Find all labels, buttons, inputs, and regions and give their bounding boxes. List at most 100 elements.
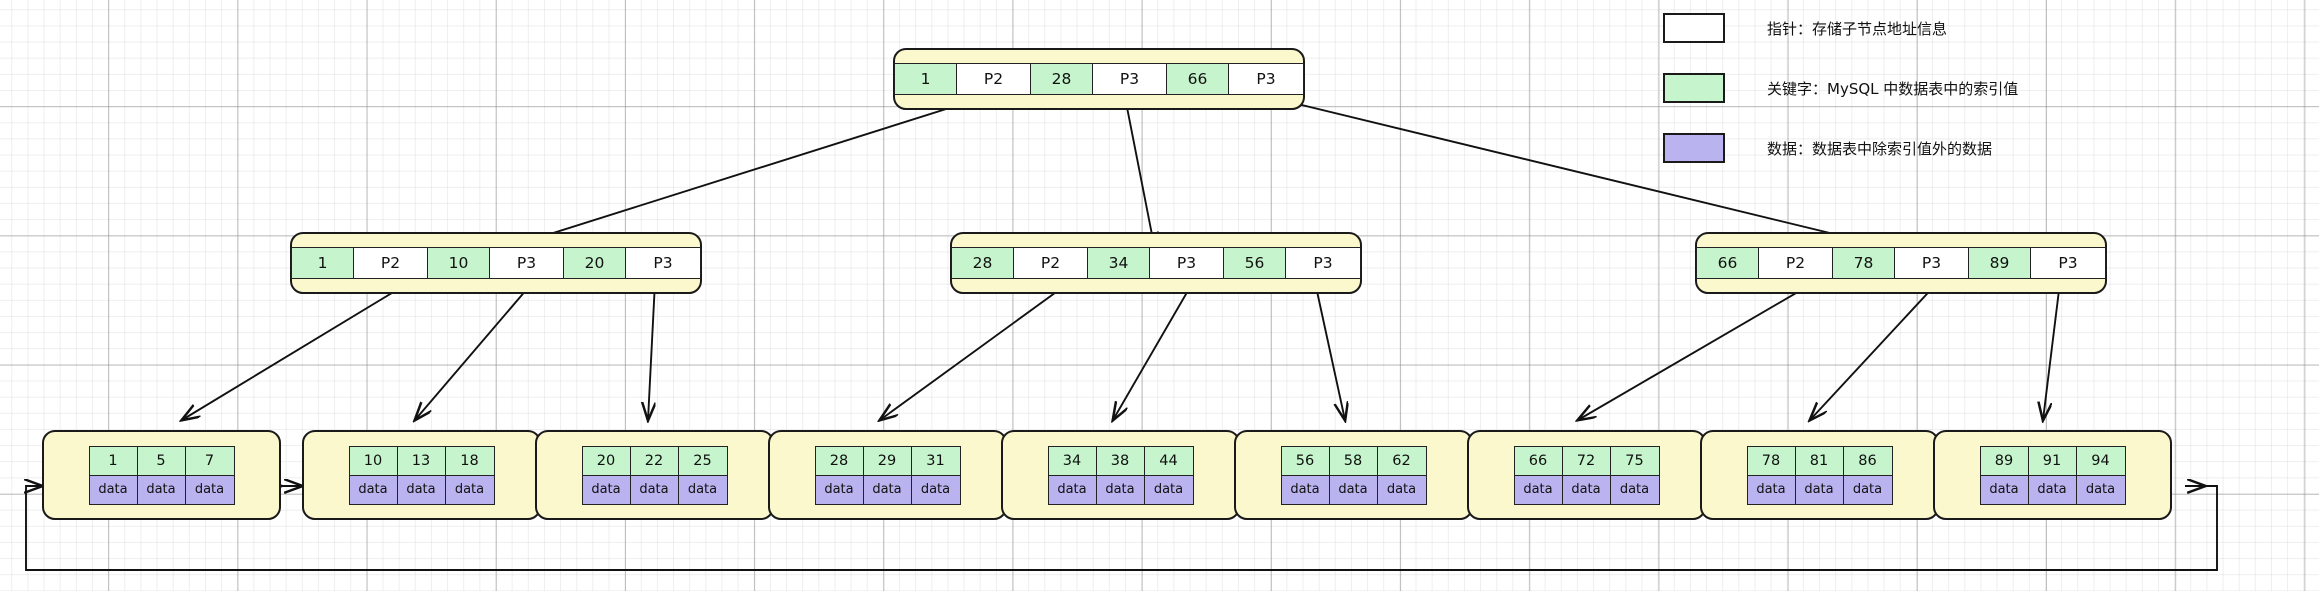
leaf-8-data-2[interactable]: data [1843, 475, 1892, 504]
leaf-9-data-1[interactable]: data [2028, 475, 2077, 504]
leaf-7-key-2[interactable]: 75 [1610, 446, 1659, 475]
leaf-2-data-row: data data data [349, 474, 494, 504]
leaf-5-key-2[interactable]: 44 [1144, 446, 1193, 475]
leaf-6-data-0[interactable]: data [1281, 475, 1330, 504]
internal-1-cell-2[interactable]: 10 [428, 248, 490, 278]
internal-3-cell-4[interactable]: 89 [1969, 248, 2031, 278]
leaf-node-5[interactable]: 34 38 44 data data data [1001, 430, 1240, 520]
internal-2-cell-3[interactable]: P3 [1150, 248, 1224, 278]
leaf-9-key-2[interactable]: 94 [2076, 446, 2125, 475]
leaf-7-data-1[interactable]: data [1562, 475, 1611, 504]
internal-node-2[interactable]: 28 P2 34 P3 56 P3 [950, 232, 1362, 294]
internal-3-cells: 66 P2 78 P3 89 P3 [1696, 247, 2106, 279]
leaf-8-key-2[interactable]: 86 [1843, 446, 1892, 475]
root-cell-2[interactable]: 28 [1031, 64, 1093, 94]
leaf-7-key-0[interactable]: 66 [1514, 446, 1563, 475]
root-cell-5[interactable]: P3 [1229, 64, 1303, 94]
leaf-7-keys-row: 66 72 75 [1514, 446, 1659, 475]
root-cell-1[interactable]: P2 [957, 64, 1031, 94]
internal-3-cell-1[interactable]: P2 [1759, 248, 1833, 278]
internal-3-cell-2[interactable]: 78 [1833, 248, 1895, 278]
internal-3-cell-3[interactable]: P3 [1895, 248, 1969, 278]
leaf-7-grid: 66 72 75 data data data [1513, 445, 1660, 505]
leaf-7-data-2[interactable]: data [1610, 475, 1659, 504]
leaf-9-data-2[interactable]: data [2076, 475, 2125, 504]
internal-2-cell-5[interactable]: P3 [1286, 248, 1360, 278]
leaf-node-1[interactable]: 1 5 7 data data data [42, 430, 281, 520]
leaf-2-data-0[interactable]: data [349, 475, 398, 504]
leaf-4-data-2[interactable]: data [911, 475, 960, 504]
leaf-node-3[interactable]: 20 22 25 data data data [535, 430, 774, 520]
leaf-1-grid: 1 5 7 data data data [88, 445, 235, 505]
leaf-1-data-2[interactable]: data [185, 475, 234, 504]
leaf-1-key-0[interactable]: 1 [89, 446, 138, 475]
root-cell-0[interactable]: 1 [895, 64, 957, 94]
internal-node-3[interactable]: 66 P2 78 P3 89 P3 [1695, 232, 2107, 294]
leaf-4-key-1[interactable]: 29 [863, 446, 912, 475]
leaf-2-key-0[interactable]: 10 [349, 446, 398, 475]
leaf-1-data-1[interactable]: data [137, 475, 186, 504]
leaf-8-key-1[interactable]: 81 [1795, 446, 1844, 475]
leaf-3-key-0[interactable]: 20 [582, 446, 631, 475]
leaf-5-data-0[interactable]: data [1048, 475, 1097, 504]
root-cells: 1 P2 28 P3 66 P3 [894, 63, 1304, 95]
leaf-8-data-1[interactable]: data [1795, 475, 1844, 504]
leaf-3-data-2[interactable]: data [678, 475, 727, 504]
internal-2-cell-1[interactable]: P2 [1014, 248, 1088, 278]
leaf-node-6[interactable]: 56 58 62 data data data [1234, 430, 1473, 520]
internal-2-cell-4[interactable]: 56 [1224, 248, 1286, 278]
leaf-3-key-1[interactable]: 22 [630, 446, 679, 475]
leaf-node-4[interactable]: 28 29 31 data data data [768, 430, 1007, 520]
leaf-8-data-0[interactable]: data [1747, 475, 1796, 504]
internal-1-cell-3[interactable]: P3 [490, 248, 564, 278]
leaf-2-key-2[interactable]: 18 [445, 446, 494, 475]
internal-2-cell-0[interactable]: 28 [952, 248, 1014, 278]
internal-1-cell-5[interactable]: P3 [626, 248, 700, 278]
leaf-6-data-1[interactable]: data [1329, 475, 1378, 504]
leaf-6-key-0[interactable]: 56 [1281, 446, 1330, 475]
leaf-3-data-1[interactable]: data [630, 475, 679, 504]
internal-1-cell-1[interactable]: P2 [354, 248, 428, 278]
leaf-6-data-2[interactable]: data [1377, 475, 1426, 504]
root-cell-3[interactable]: P3 [1093, 64, 1167, 94]
root-cell-4[interactable]: 66 [1167, 64, 1229, 94]
leaf-6-key-1[interactable]: 58 [1329, 446, 1378, 475]
leaf-6-key-2[interactable]: 62 [1377, 446, 1426, 475]
leaf-5-keys-row: 34 38 44 [1048, 446, 1193, 475]
leaf-3-data-0[interactable]: data [582, 475, 631, 504]
leaf-9-key-1[interactable]: 91 [2028, 446, 2077, 475]
leaf-node-9[interactable]: 89 91 94 data data data [1933, 430, 2172, 520]
internal-1-cell-4[interactable]: 20 [564, 248, 626, 278]
leaf-1-data-0[interactable]: data [89, 475, 138, 504]
leaf-7-data-0[interactable]: data [1514, 475, 1563, 504]
leaf-node-2[interactable]: 10 13 18 data data data [302, 430, 541, 520]
internal-3-cell-5[interactable]: P3 [2031, 248, 2105, 278]
internal-3-cell-0[interactable]: 66 [1697, 248, 1759, 278]
leaf-8-key-0[interactable]: 78 [1747, 446, 1796, 475]
internal-2-cell-2[interactable]: 34 [1088, 248, 1150, 278]
leaf-5-key-0[interactable]: 34 [1048, 446, 1097, 475]
leaf-5-key-1[interactable]: 38 [1096, 446, 1145, 475]
leaf-4-data-0[interactable]: data [815, 475, 864, 504]
leaf-1-key-1[interactable]: 5 [137, 446, 186, 475]
leaf-3-key-2[interactable]: 25 [678, 446, 727, 475]
leaf-2-data-2[interactable]: data [445, 475, 494, 504]
internal-1-cell-0[interactable]: 1 [292, 248, 354, 278]
leaf-4-data-1[interactable]: data [863, 475, 912, 504]
leaf-5-data-1[interactable]: data [1096, 475, 1145, 504]
leaf-node-8[interactable]: 78 81 86 data data data [1700, 430, 1939, 520]
internal-node-1[interactable]: 1 P2 10 P3 20 P3 [290, 232, 702, 294]
leaf-5-data-2[interactable]: data [1144, 475, 1193, 504]
leaf-9-key-0[interactable]: 89 [1980, 446, 2029, 475]
leaf-4-key-0[interactable]: 28 [815, 446, 864, 475]
key-swatch-icon [1663, 73, 1725, 103]
leaf-node-7[interactable]: 66 72 75 data data data [1467, 430, 1706, 520]
leaf-2-key-1[interactable]: 13 [397, 446, 446, 475]
leaf-1-key-2[interactable]: 7 [185, 446, 234, 475]
leaf-2-data-1[interactable]: data [397, 475, 446, 504]
leaf-9-data-0[interactable]: data [1980, 475, 2029, 504]
leaf-7-key-1[interactable]: 72 [1562, 446, 1611, 475]
root-node[interactable]: 1 P2 28 P3 66 P3 [893, 48, 1305, 110]
leaf-4-key-2[interactable]: 31 [911, 446, 960, 475]
leaf-7-data-row: data data data [1514, 474, 1659, 504]
